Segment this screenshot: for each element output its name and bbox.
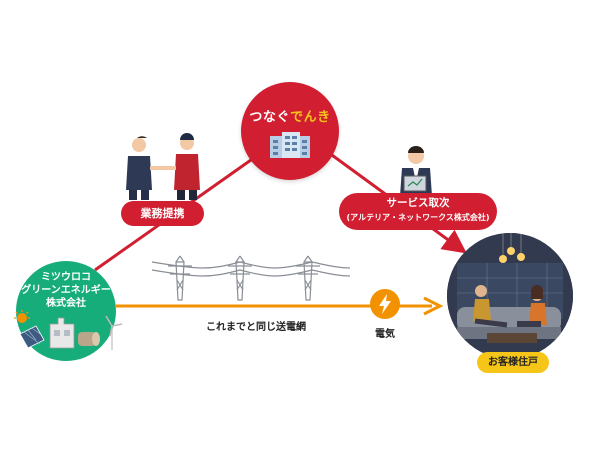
lightning-icon [379, 294, 391, 314]
supplier-name-line2: グリーンエネルギー [21, 285, 111, 296]
living-room-illustration [447, 233, 573, 359]
brand-logo-part2: でんき [290, 110, 331, 125]
electricity-label: 電気 [375, 329, 395, 340]
brand-logo: つなぐでんき [241, 106, 339, 125]
tower-3-icon [296, 255, 320, 301]
supplier-name-line3: 株式会社 [46, 298, 86, 309]
building-icon [270, 132, 310, 158]
service-agency-label: サービス取次 (アルテリア・ネットワークス株式会社) [339, 193, 497, 230]
tower-2-icon [228, 255, 252, 301]
handshake-people-icon [126, 133, 200, 200]
businessman-tablet-icon [400, 146, 432, 196]
electricity-node [370, 289, 400, 319]
brand-logo-part1: つなぐ [249, 110, 291, 125]
service-agency-company: (アルテリア・ネットワークス株式会社) [346, 213, 490, 222]
supplier-name: ミツウロコ グリーンエネルギー 株式会社 [16, 271, 116, 310]
transmission-towers [151, 255, 351, 301]
supplier-name-line1: ミツウロコ [41, 272, 91, 283]
service-agency-title: サービス取次 [386, 197, 450, 209]
partnership-label: 業務提携 [121, 201, 204, 226]
grid-label: これまでと同じ送電網 [206, 322, 306, 333]
customer-node [447, 233, 573, 359]
supply-arrow-head [423, 296, 444, 316]
tower-1-icon [168, 255, 192, 301]
renewable-energy-icon [14, 310, 123, 350]
brand-node: つなぐでんき [241, 82, 339, 180]
customer-label: お客様住戸 [477, 352, 549, 373]
